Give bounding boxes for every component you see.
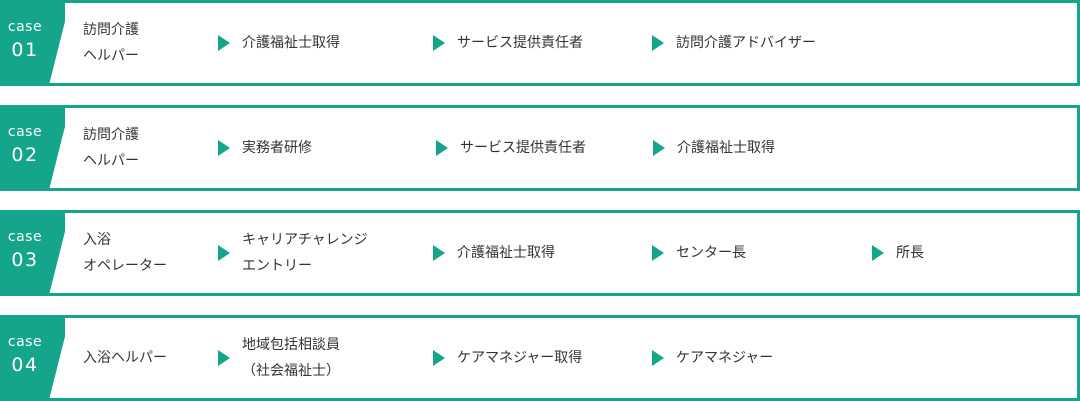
case-label: case xyxy=(7,229,43,245)
case-number: 04 xyxy=(11,354,39,376)
triangle-right-icon xyxy=(218,245,230,261)
career-step-label: 実務者研修 xyxy=(242,140,312,156)
career-step: サービス提供責任者 xyxy=(436,108,586,188)
triangle-right-icon xyxy=(433,35,445,51)
career-step-label: キャリアチャレンジ エントリー xyxy=(242,232,368,274)
career-step-label: ケアマネジャー取得 xyxy=(457,350,583,366)
case-number: 01 xyxy=(11,39,39,61)
career-step: 介護福祉士取得 xyxy=(433,213,555,293)
career-step: ケアマネジャー取得 xyxy=(433,318,583,398)
case-number: 02 xyxy=(11,144,39,166)
triangle-right-icon xyxy=(652,350,664,366)
career-step: ケアマネジャー xyxy=(652,318,774,398)
career-step-label: ケアマネジャー xyxy=(676,350,774,366)
case-badge: case 01 xyxy=(0,0,65,86)
career-step: サービス提供責任者 xyxy=(433,3,583,83)
career-step: 実務者研修 xyxy=(218,108,312,188)
case-row-02: case 02 訪問介護 ヘルパー 実務者研修 サービス提供責任者 介護福祉士取… xyxy=(0,105,1080,191)
career-step-label: サービス提供責任者 xyxy=(457,35,583,51)
career-step-label: 入浴 オペレーター xyxy=(83,232,167,274)
case-row-01: case 01 訪問介護 ヘルパー 介護福祉士取得 サービス提供責任者 訪問介護… xyxy=(0,0,1080,86)
career-step-label: 介護福祉士取得 xyxy=(677,140,775,156)
case-badge: case 04 xyxy=(0,315,65,401)
career-step: センター長 xyxy=(652,213,746,293)
career-step-label: 地域包括相談員 （社会福祉士） xyxy=(242,337,340,379)
career-step-label: 訪問介護 ヘルパー xyxy=(83,22,139,64)
triangle-right-icon xyxy=(433,245,445,261)
career-step: 介護福祉士取得 xyxy=(653,108,775,188)
case-number: 03 xyxy=(11,249,39,271)
career-step: 入浴ヘルパー xyxy=(83,318,167,398)
case-label: case xyxy=(7,334,43,350)
career-step: 訪問介護 ヘルパー xyxy=(83,3,139,83)
career-step: 訪問介護 ヘルパー xyxy=(83,108,139,188)
career-step-label: サービス提供責任者 xyxy=(460,140,586,156)
career-step: キャリアチャレンジ エントリー xyxy=(218,213,368,293)
career-step: 入浴 オペレーター xyxy=(83,213,167,293)
career-step: 訪問介護アドバイザー xyxy=(652,3,816,83)
case-label: case xyxy=(7,19,43,35)
triangle-right-icon xyxy=(218,350,230,366)
case-badge: case 03 xyxy=(0,210,65,296)
triangle-right-icon xyxy=(218,35,230,51)
career-step-label: 訪問介護アドバイザー xyxy=(676,35,816,51)
triangle-right-icon xyxy=(433,350,445,366)
career-step-label: 介護福祉士取得 xyxy=(457,245,555,261)
triangle-right-icon xyxy=(652,245,664,261)
career-step-label: 入浴ヘルパー xyxy=(83,350,167,366)
case-row-03: case 03 入浴 オペレーター キャリアチャレンジ エントリー 介護福祉士取… xyxy=(0,210,1080,296)
triangle-right-icon xyxy=(653,140,665,156)
career-step-label: センター長 xyxy=(676,245,746,261)
career-step: 介護福祉士取得 xyxy=(218,3,340,83)
case-label: case xyxy=(7,124,43,140)
career-step-label: 訪問介護 ヘルパー xyxy=(83,127,139,169)
case-row-04: case 04 入浴ヘルパー 地域包括相談員 （社会福祉士） ケアマネジャー取得… xyxy=(0,315,1080,401)
career-step: 所長 xyxy=(872,213,924,293)
career-step-label: 介護福祉士取得 xyxy=(242,35,340,51)
triangle-right-icon xyxy=(652,35,664,51)
triangle-right-icon xyxy=(218,140,230,156)
career-step: 地域包括相談員 （社会福祉士） xyxy=(218,318,340,398)
career-step-label: 所長 xyxy=(896,245,924,261)
triangle-right-icon xyxy=(872,245,884,261)
triangle-right-icon xyxy=(436,140,448,156)
case-badge: case 02 xyxy=(0,105,65,191)
